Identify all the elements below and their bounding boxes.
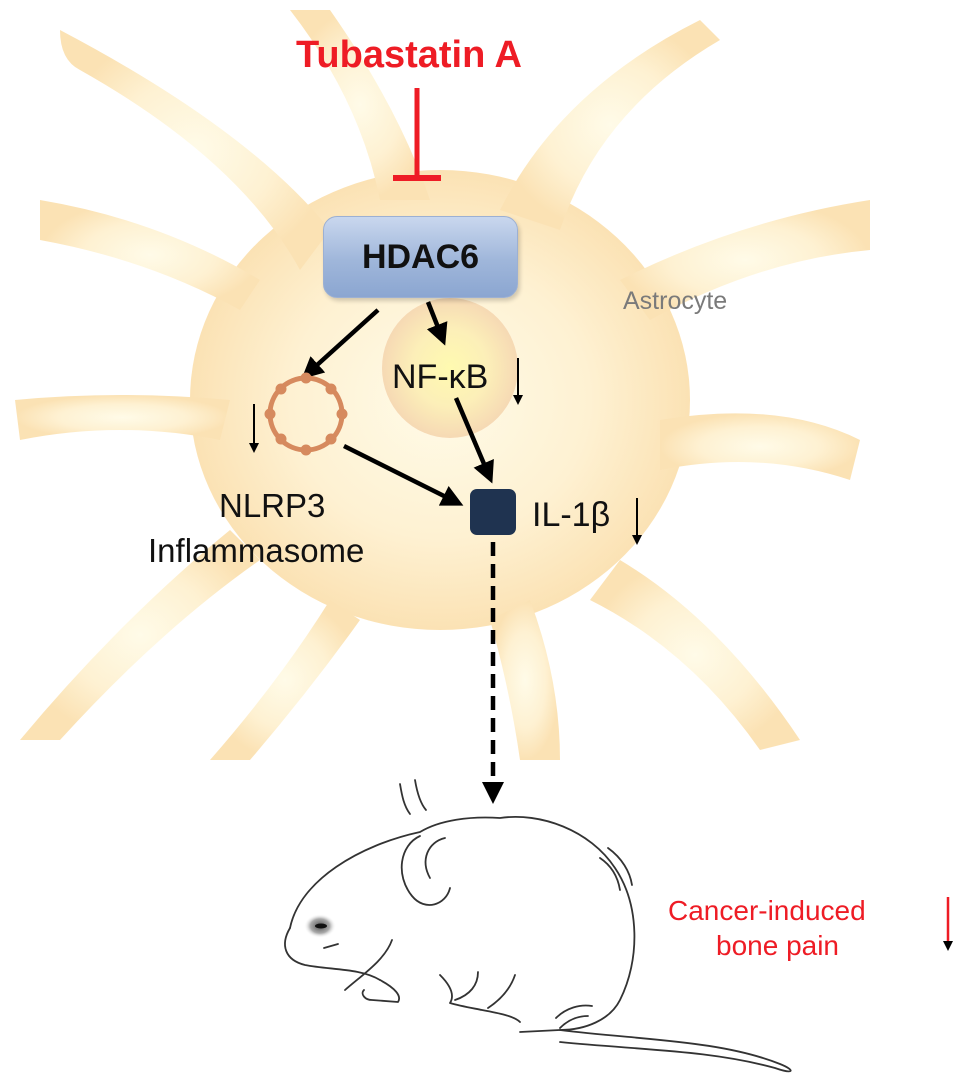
astrocyte-cell xyxy=(15,10,870,760)
inflammasome-ring-icon xyxy=(264,372,348,456)
nucleus xyxy=(382,298,518,438)
astrocyte-label: Astrocyte xyxy=(623,287,728,315)
hdac6-label: HDAC6 xyxy=(361,237,480,276)
nfkb-label: NF-κB xyxy=(392,358,489,396)
il1b-label: IL-1β xyxy=(532,496,611,534)
outcome-label-line1: Cancer-induced xyxy=(668,895,866,926)
inflammasome-label: Inflammasome xyxy=(148,532,365,569)
mouse-eye-pupil-icon xyxy=(315,923,327,929)
arrow-inflammasome-to-il1b xyxy=(342,443,464,506)
il1b-square-icon xyxy=(470,489,516,535)
outcome-label-line2: bone pain xyxy=(716,930,840,961)
nlrp3-label: NLRP3 xyxy=(219,487,326,524)
inhibition-symbol xyxy=(393,88,441,181)
drug-label: Tubastatin A xyxy=(296,34,522,76)
arrow-nfkb-to-il1b xyxy=(453,397,494,484)
arrow-hdac6-to-nfkb xyxy=(425,301,448,346)
hdac6-box: HDAC6 xyxy=(323,216,518,298)
mouse-icon xyxy=(284,779,792,1073)
arrow-hdac6-to-inflammasome xyxy=(301,308,380,380)
